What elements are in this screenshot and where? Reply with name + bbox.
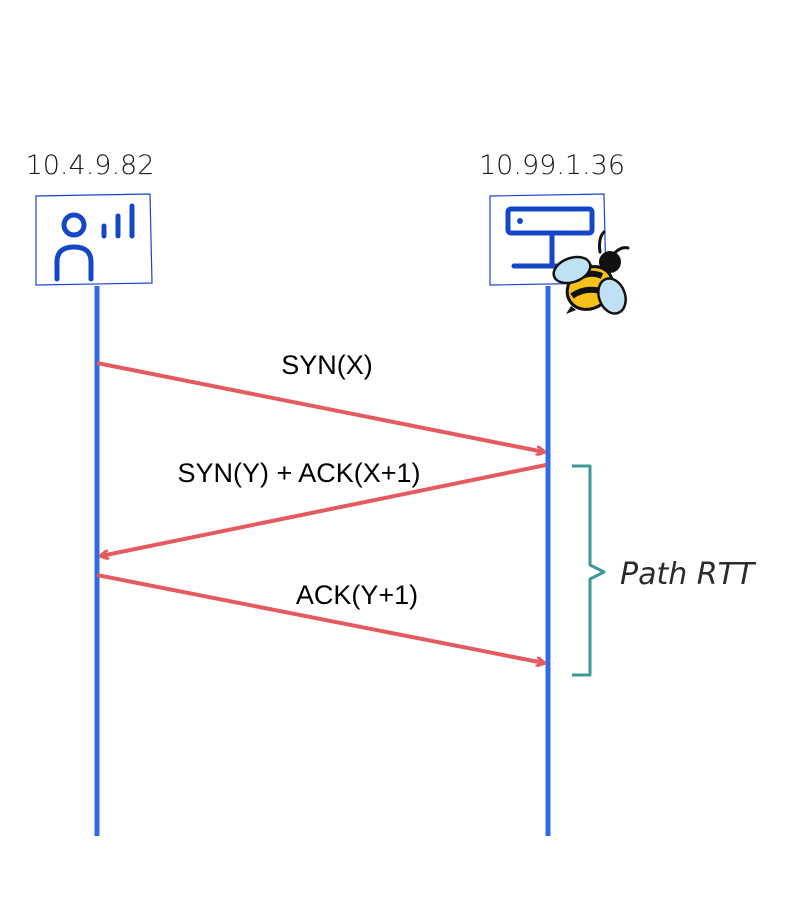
- syn-ack-label: SYN(Y) + ACK(X+1): [177, 458, 420, 488]
- client-address-label: 10.4.9.82: [26, 150, 155, 181]
- syn-ack-arrow: [101, 463, 547, 556]
- server-address-label: 10.99.1.36: [479, 150, 625, 181]
- rtt-bracket: [572, 464, 606, 677]
- ack-arrow: [96, 573, 544, 663]
- rtt-label: Path RTT: [620, 557, 757, 592]
- syn-arrow: [96, 361, 544, 452]
- server-led-icon: [517, 218, 523, 224]
- client-box: [35, 193, 153, 286]
- bee-icon: [552, 230, 630, 315]
- ack-label: ACK(Y+1): [296, 580, 418, 610]
- user-analytics-icon: [54, 203, 135, 282]
- syn-label: SYN(X): [281, 350, 373, 380]
